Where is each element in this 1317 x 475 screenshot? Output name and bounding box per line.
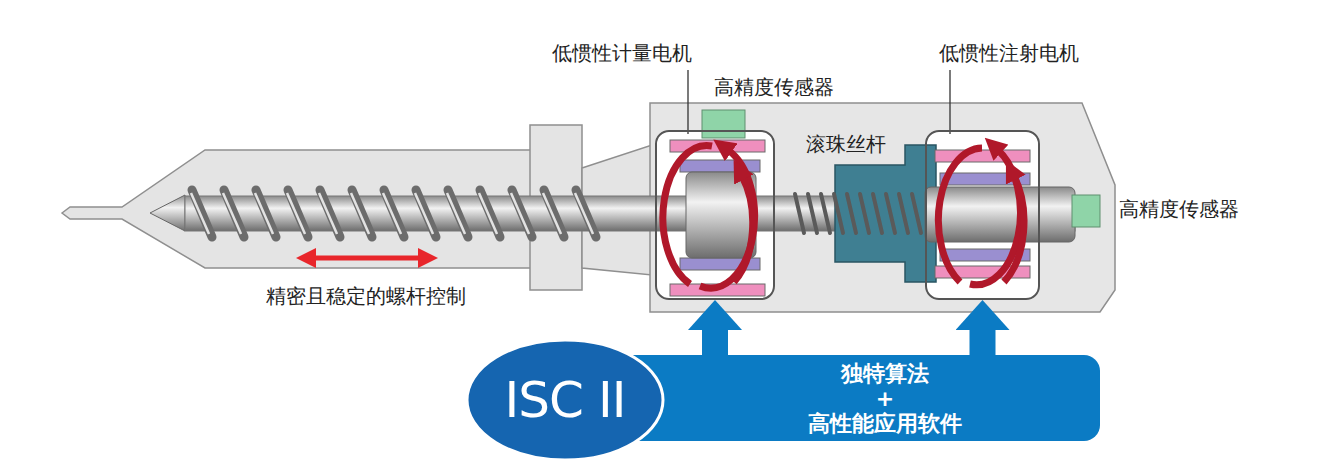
screw-flights — [191, 190, 596, 237]
sensor — [702, 110, 745, 138]
screw-flight-highlight — [383, 193, 401, 234]
control-arrow — [702, 330, 728, 357]
screw-flight-highlight — [319, 193, 337, 234]
screw-flight — [384, 190, 404, 237]
screw-flight-highlight — [191, 193, 209, 234]
ball-screw-thread — [821, 194, 830, 233]
screw-flight — [448, 190, 468, 237]
ball-screw-thread — [886, 194, 895, 233]
motor-box: 低惯性计量电机 — [655, 130, 775, 300]
screw-flight-highlight — [223, 193, 241, 234]
rotation-arrow — [734, 176, 753, 282]
rotation-arrow — [700, 150, 755, 288]
part-label: 高精度传感器 — [1119, 196, 1239, 222]
screw-flight — [544, 190, 564, 237]
screw-flight — [576, 190, 596, 237]
screw-flight — [480, 190, 500, 237]
leader-line — [949, 70, 950, 134]
sensor — [1072, 195, 1100, 227]
isc-oval: ISC II — [465, 338, 665, 462]
leader-line — [687, 70, 688, 134]
ball-screw-thread — [860, 194, 869, 233]
motor-box: 低惯性注射电机 — [925, 130, 1040, 300]
stroke-arrow — [312, 256, 422, 261]
ball-screw-thread — [899, 194, 908, 233]
software-band: 独特算法+高性能应用软件 — [620, 355, 1100, 441]
screw-flight-highlight — [415, 193, 433, 234]
motor-label: 低惯性注射电机 — [919, 40, 1099, 66]
ball-screw-thread — [834, 194, 843, 233]
screw-flight — [512, 190, 532, 237]
rotation-arrow — [938, 148, 982, 282]
rotation-arrow — [663, 146, 712, 284]
oval-shape — [467, 340, 663, 460]
ball-screw-nut — [835, 145, 936, 282]
band-text: 独特算法 — [841, 361, 929, 386]
screw-flight-highlight — [287, 193, 305, 234]
band-text: 高性能应用软件 — [808, 411, 962, 436]
screw-flight — [352, 190, 372, 237]
part-label: 精密且稳定的螺杆控制 — [266, 283, 466, 309]
screw-flight-highlight — [351, 193, 369, 234]
screw-flight-highlight — [543, 193, 561, 234]
control-arrow — [970, 330, 996, 357]
screw-flight — [416, 190, 436, 237]
stator — [670, 140, 765, 152]
screw-flight — [224, 190, 244, 237]
rotor — [925, 187, 1075, 242]
screw-flight-highlight — [511, 193, 529, 234]
part-label: 滚珠丝杆 — [806, 131, 886, 157]
motor-label: 低惯性计量电机 — [532, 40, 712, 66]
screw-flight-highlight — [447, 193, 465, 234]
drive-housing — [650, 103, 1115, 312]
screw-flight-highlight — [255, 193, 273, 234]
rotation-arrow — [1004, 176, 1024, 282]
screw-flight — [288, 190, 308, 237]
ball-screw-thread — [873, 194, 882, 233]
screw-flight — [256, 190, 276, 237]
part-label: 高精度传感器 — [714, 74, 834, 100]
ball-screw-thread — [808, 194, 817, 233]
screw-tip — [150, 195, 185, 231]
brand-text: ISC II — [505, 372, 626, 428]
ball-screw-thread — [795, 194, 921, 233]
screw-flight — [320, 190, 340, 237]
ball-screw-thread — [912, 194, 921, 233]
ball-screw-thread — [847, 194, 856, 233]
ball-screw-thread — [795, 194, 804, 233]
band-text: + — [876, 386, 894, 411]
screw-flight-highlight — [575, 193, 593, 234]
screw-flight-highlight — [479, 193, 497, 234]
stator — [935, 150, 1030, 162]
screw-flight — [192, 190, 212, 237]
